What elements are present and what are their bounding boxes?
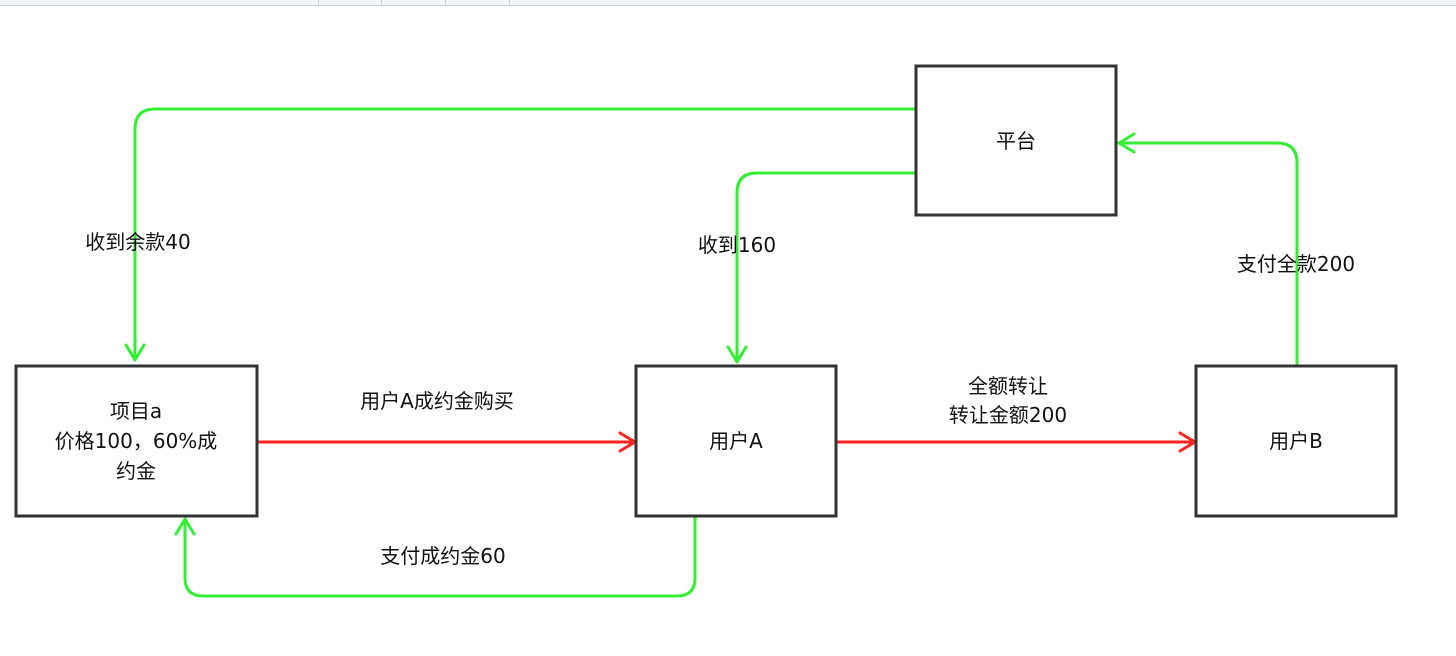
toolbar-strip — [0, 0, 1456, 6]
node-user-a-label: 用户A — [709, 429, 763, 453]
node-project-line-3: 约金 — [116, 459, 156, 483]
strip-divider — [318, 0, 319, 6]
node-platform[interactable]: 平台 — [914, 64, 1118, 217]
edge-platform-to-project-label: 收到余款40 — [85, 230, 190, 254]
edge-user-b-to-platform-label: 支付全款200 — [1237, 252, 1355, 276]
edge-user-a-to-project-label: 支付成约金60 — [380, 544, 505, 568]
node-project-line-2: 价格100，60%成 — [55, 429, 218, 453]
node-platform-label: 平台 — [996, 129, 1036, 153]
edge-project-to-user-a[interactable] — [257, 431, 637, 453]
node-user-a[interactable]: 用户A — [634, 364, 838, 518]
strip-divider — [445, 0, 446, 6]
node-project[interactable]: 项目a 价格100，60%成 约金 — [14, 364, 259, 518]
node-project-line-1: 项目a — [110, 399, 162, 423]
strip-divider — [509, 0, 510, 6]
edge-platform-to-project[interactable] — [124, 107, 915, 362]
edge-platform-to-user-a[interactable] — [726, 171, 915, 364]
edge-user-b-to-platform[interactable] — [1117, 132, 1299, 366]
edge-platform-to-user-a-label: 收到160 — [698, 233, 776, 257]
edge-user-a-to-user-b-label-line-2: 转让金额200 — [949, 403, 1067, 427]
edge-user-a-to-user-b[interactable] — [836, 431, 1197, 453]
edge-project-to-user-a-label: 用户A成约金购买 — [360, 389, 514, 413]
edge-user-a-to-user-b-label-line-1: 全额转让 — [968, 374, 1048, 398]
node-user-b[interactable]: 用户B — [1194, 364, 1398, 518]
edge-user-a-to-project[interactable] — [174, 516, 697, 598]
node-user-b-label: 用户B — [1269, 429, 1323, 453]
strip-divider — [381, 0, 382, 6]
